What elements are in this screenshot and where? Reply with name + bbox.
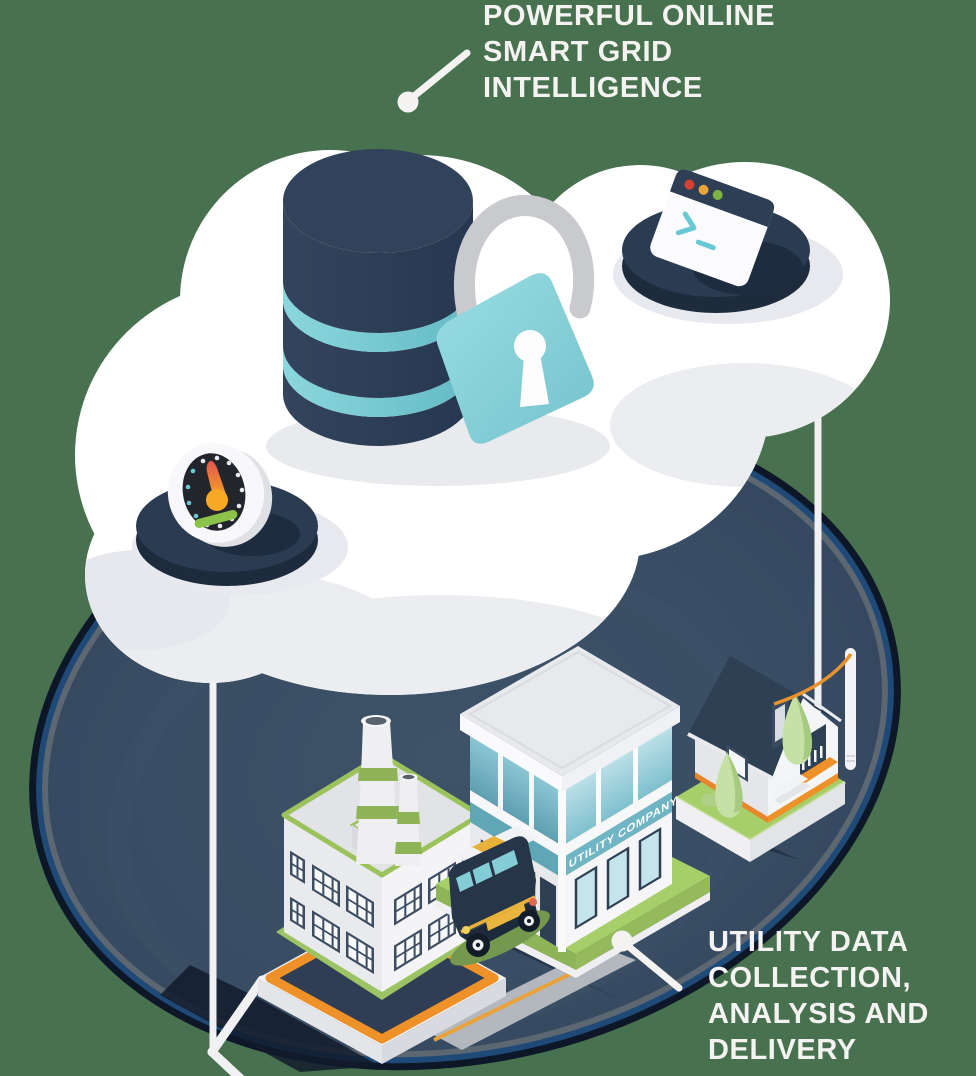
- truck-roof-stripe: [472, 836, 506, 853]
- truck-grille: [486, 904, 526, 931]
- left-path-ne: [207, 975, 267, 1057]
- left-link-line: [209, 640, 217, 1050]
- house-step: [770, 774, 808, 797]
- padlock-shackle: [453, 194, 595, 327]
- bottom-connector-dot: [611, 930, 633, 952]
- label-line: POWERFUL ONLINE: [483, 0, 776, 32]
- database-teal-band: [283, 346, 473, 417]
- utility-pole: [845, 648, 856, 770]
- glass-panels-left: [470, 735, 562, 846]
- label-line: SMART GRID: [483, 36, 673, 68]
- utility-face-right: UTILITY COMPANY: [562, 719, 678, 950]
- glass-panels-right: [562, 724, 672, 846]
- gauge-icon: [167, 443, 273, 547]
- house-base-band-right: [768, 773, 838, 823]
- factory-chimney-small: [395, 773, 422, 866]
- padlock-body: [436, 273, 594, 444]
- maximize-dot-icon: [712, 189, 723, 200]
- minimize-dot-icon: [698, 184, 709, 195]
- label-line: UTILITY DATA: [708, 926, 909, 958]
- gauge-ticks: [185, 455, 245, 529]
- bottom-connector: [611, 930, 683, 992]
- porch-floor: [796, 757, 838, 784]
- label-line: ANALYSIS AND: [708, 998, 929, 1030]
- gauge-green-bar: [194, 509, 238, 529]
- power-line-wire: [773, 652, 853, 706]
- label-line: DELIVERY: [708, 1034, 857, 1066]
- factory-building: [258, 715, 506, 1064]
- keyhole: [514, 330, 546, 362]
- terminal-titlebar: [669, 169, 775, 227]
- utility-sign-band: [562, 791, 672, 878]
- prompt-chevron-icon: [675, 211, 697, 236]
- marker-light: [529, 898, 537, 906]
- padlock-icon: [436, 194, 595, 444]
- headlight: [462, 926, 470, 934]
- service-truck: [449, 826, 550, 966]
- right-link-line: [814, 380, 822, 714]
- factory-chimney-large: [356, 715, 400, 864]
- database-teal-band: [283, 281, 473, 352]
- porch-balusters: [802, 746, 823, 770]
- smart-grid-label: POWERFUL ONLINE SMART GRID INTELLIGENCE: [483, 0, 775, 106]
- house-building: [675, 656, 846, 862]
- top-connector-line: [404, 49, 471, 105]
- utility-data-label: UTILITY DATA COLLECTION, ANALYSIS AND DE…: [708, 924, 929, 1068]
- database-icon: [283, 149, 473, 446]
- truck-windshield: [456, 850, 518, 892]
- top-connector: [397, 49, 471, 113]
- top-connector-dot: [397, 91, 419, 113]
- label-line: INTELLIGENCE: [483, 72, 703, 104]
- left-path-se: [207, 1047, 245, 1076]
- close-dot-icon: [684, 179, 695, 190]
- utility-door: [540, 876, 556, 947]
- prompt-underscore-icon: [695, 239, 716, 251]
- corner-pillar: [558, 788, 566, 952]
- terminal-window-icon: [650, 169, 775, 287]
- truck-wheel: [466, 933, 490, 957]
- database-top-face: [283, 149, 473, 253]
- gauge-needle-hub: [206, 489, 228, 511]
- keyhole-slot: [520, 354, 549, 407]
- bottom-connector-line: [618, 937, 683, 992]
- cloud-ground-links: [207, 380, 822, 1076]
- label-line: COLLECTION,: [708, 962, 912, 994]
- truck-wheel: [518, 910, 540, 932]
